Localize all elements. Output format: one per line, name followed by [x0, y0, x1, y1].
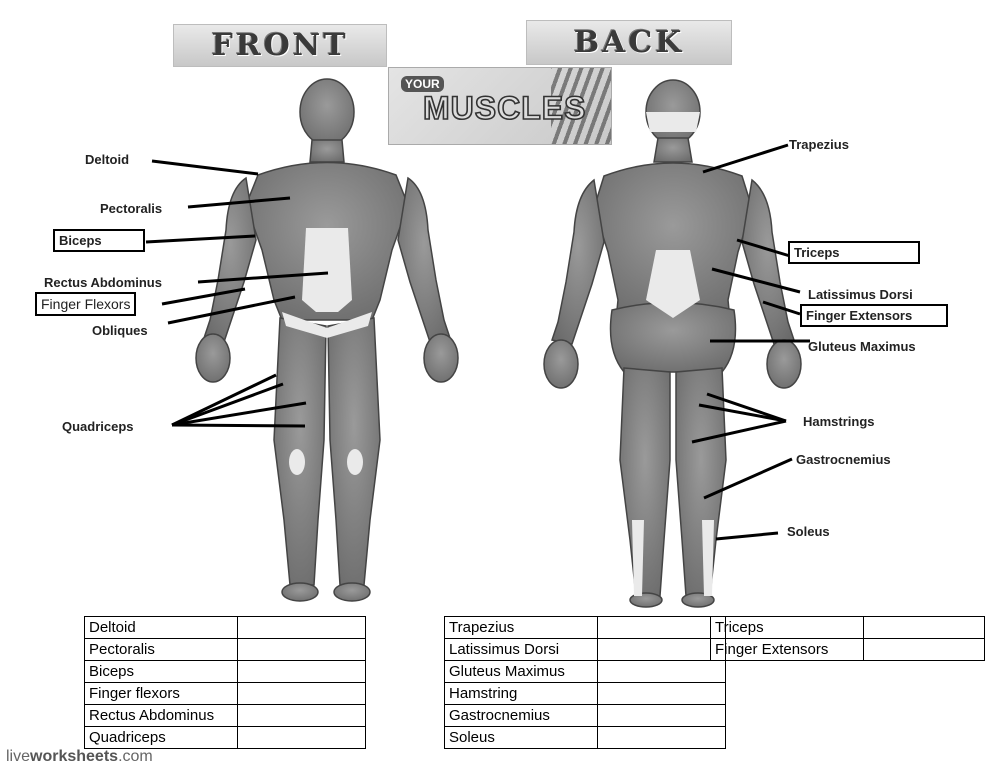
answer-cell[interactable]	[597, 638, 726, 661]
your-muscles-logo: YOUR MUSCLES	[388, 67, 612, 145]
label-triceps: Triceps	[788, 241, 920, 264]
logo-muscles-text: MUSCLES	[422, 89, 587, 127]
arm-answer-table: Triceps Finger Extensors	[710, 616, 985, 661]
front-body-highlights	[282, 228, 372, 475]
muscle-name-cell: Deltoid	[84, 616, 238, 639]
table-row: Quadriceps	[84, 726, 366, 749]
front-heading: FRONT	[173, 24, 387, 67]
answer-cell[interactable]	[237, 704, 366, 727]
back-body-figure	[543, 79, 802, 608]
label-rectus-abdominus: Rectus Abdominus	[44, 275, 162, 290]
label-quadriceps: Quadriceps	[62, 419, 134, 434]
logo-swoosh	[551, 68, 611, 144]
label-soleus: Soleus	[787, 524, 830, 539]
back-body-highlights	[632, 112, 714, 596]
front-answer-table: Deltoid Pectoralis Biceps Finger flexors…	[84, 616, 366, 749]
muscle-name-cell: Gluteus Maximus	[444, 660, 598, 683]
answer-cell[interactable]	[237, 660, 366, 683]
label-hamstrings: Hamstrings	[803, 414, 875, 429]
table-row: Soleus	[444, 726, 726, 749]
label-gastrocnemius: Gastrocnemius	[796, 452, 891, 467]
answer-cell[interactable]	[597, 616, 726, 639]
muscle-name-cell: Soleus	[444, 726, 598, 749]
front-leader-lines	[145, 159, 329, 428]
footer-prefix: live	[6, 748, 31, 765]
label-trapezius: Trapezius	[789, 137, 849, 152]
muscle-name-cell: Quadriceps	[84, 726, 238, 749]
footer-brand: worksheets	[30, 748, 119, 765]
table-row: Latissimus Dorsi	[444, 638, 726, 661]
muscle-name-cell: Rectus Abdominus	[84, 704, 238, 727]
muscle-name-cell: Triceps	[710, 616, 864, 639]
label-obliques: Obliques	[92, 323, 148, 338]
footer-suffix: .com	[118, 748, 153, 765]
label-biceps: Biceps	[53, 229, 145, 252]
muscle-name-cell: Pectoralis	[84, 638, 238, 661]
table-row: Finger Extensors	[710, 638, 985, 661]
answer-cell[interactable]	[237, 682, 366, 705]
label-finger-extensors: Finger Extensors	[800, 304, 948, 327]
table-row: Deltoid	[84, 616, 366, 639]
muscle-name-cell: Latissimus Dorsi	[444, 638, 598, 661]
table-row: Rectus Abdominus	[84, 704, 366, 727]
answer-cell[interactable]	[237, 638, 366, 661]
label-pectoralis: Pectoralis	[100, 201, 163, 216]
table-row: Gastrocnemius	[444, 704, 726, 727]
muscle-name-cell: Trapezius	[444, 616, 598, 639]
muscle-name-cell: Gastrocnemius	[444, 704, 598, 727]
back-heading: BACK	[526, 20, 732, 65]
answer-cell[interactable]	[597, 726, 726, 749]
label-latissimus-dorsi: Latissimus Dorsi	[808, 287, 913, 302]
back-leader-lines	[691, 143, 810, 541]
answer-cell[interactable]	[597, 682, 726, 705]
table-row: Trapezius	[444, 616, 726, 639]
label-gluteus-maximus: Gluteus Maximus	[808, 339, 916, 354]
answer-cell[interactable]	[237, 726, 366, 749]
answer-cell[interactable]	[863, 616, 985, 639]
table-row: Biceps	[84, 660, 366, 683]
table-row: Pectoralis	[84, 638, 366, 661]
table-row: Gluteus Maximus	[444, 660, 726, 683]
muscle-diagram	[145, 78, 810, 608]
answer-cell[interactable]	[597, 660, 726, 683]
answer-cell[interactable]	[863, 638, 985, 661]
table-row: Finger flexors	[84, 682, 366, 705]
table-row: Hamstring	[444, 682, 726, 705]
muscle-name-cell: Finger Extensors	[710, 638, 864, 661]
muscle-name-cell: Finger flexors	[84, 682, 238, 705]
muscle-name-cell: Hamstring	[444, 682, 598, 705]
table-row: Triceps	[710, 616, 985, 639]
front-body-figure	[195, 78, 459, 602]
label-finger-flexors: Finger Flexors	[35, 292, 137, 316]
back-answer-table: Trapezius Latissimus Dorsi Gluteus Maxim…	[444, 616, 726, 749]
logo-your-text: YOUR	[401, 76, 444, 92]
answer-cell[interactable]	[237, 616, 366, 639]
liveworksheets-watermark: liveworksheets.com	[6, 748, 153, 766]
label-deltoid: Deltoid	[85, 152, 130, 167]
muscle-name-cell: Biceps	[84, 660, 238, 683]
answer-cell[interactable]	[597, 704, 726, 727]
